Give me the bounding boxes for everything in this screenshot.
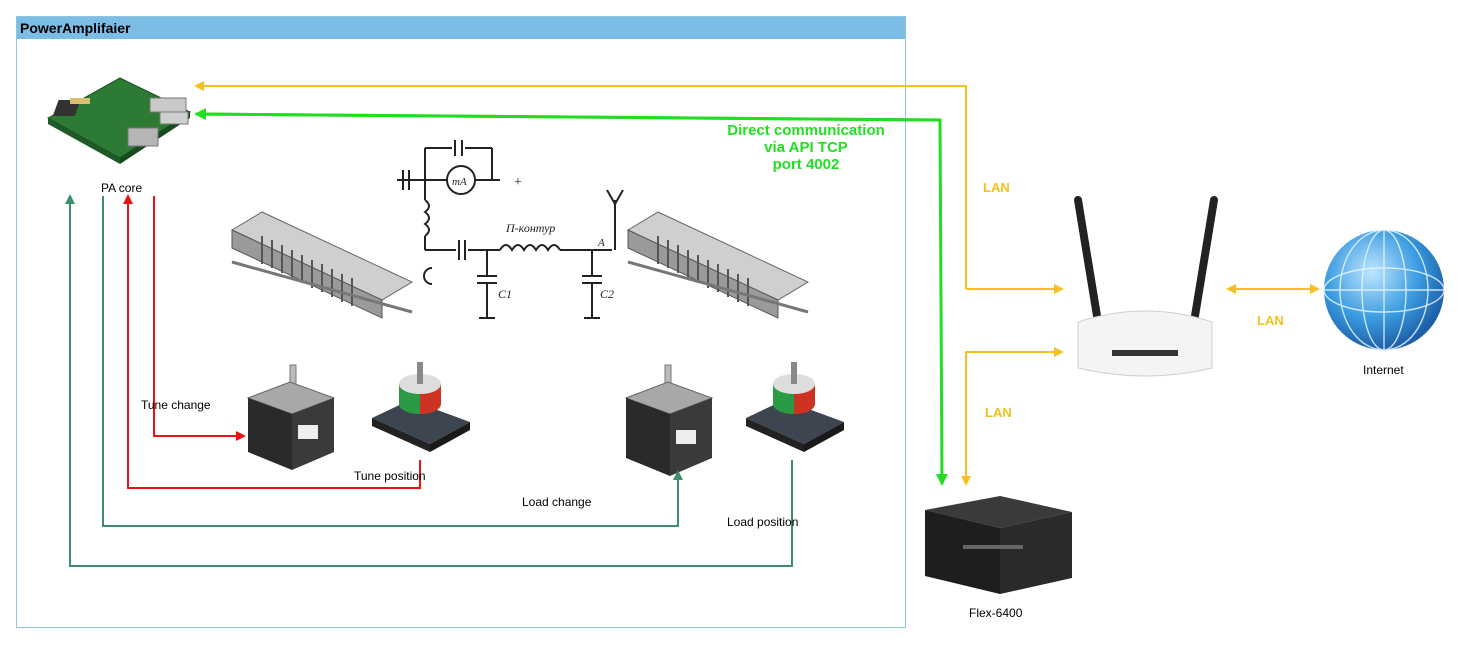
- position-encoder-tune-icon: [372, 362, 470, 452]
- load-position-line: [65, 194, 793, 567]
- internet-label: Internet: [1363, 363, 1404, 377]
- variable-capacitor-tune-icon: [230, 211, 414, 319]
- lan-router-flex-line: [961, 351, 1062, 486]
- schematic-pi-label: П-контур: [505, 221, 555, 235]
- load-connectors: [65, 194, 793, 567]
- schematic-ma-label: mA: [452, 176, 467, 188]
- tune-position-line: [123, 194, 421, 489]
- stepper-motor-tune-icon: [246, 364, 336, 470]
- container-title: PowerAmplifaier: [20, 20, 131, 36]
- tune-change-line: [153, 196, 246, 441]
- schematic-c1-label: C1: [498, 287, 512, 301]
- pi-filter-schematic: [397, 140, 624, 319]
- schematic-a-label: A: [597, 237, 605, 249]
- lan-pa-router-line: [194, 81, 967, 289]
- wifi-router-icon: [1074, 196, 1218, 377]
- raspberry-pi-board-icon: [46, 77, 192, 164]
- pa-core-label: PA core: [101, 181, 143, 195]
- direct-comm-connector: [194, 108, 948, 486]
- container-header: PowerAmplifaier: [17, 17, 905, 39]
- load-change-line: [102, 196, 683, 527]
- load-change-label: Load change: [522, 495, 592, 509]
- direct-comm-line-3: port 4002: [772, 156, 840, 173]
- direct-communication-label: Direct communication via API TCP port 40…: [716, 122, 896, 173]
- power-amplifier-container: PowerAmplifaier: [16, 16, 906, 628]
- lan-label-bottom: LAN: [985, 405, 1012, 420]
- lan-label-mid: LAN: [1257, 313, 1284, 328]
- schematic-c2-label: C2: [600, 287, 614, 301]
- load-position-label: Load position: [727, 515, 799, 529]
- direct-comm-line-2: via API TCP: [764, 139, 848, 156]
- direct-comm-line-1: Direct communication: [727, 122, 885, 139]
- position-encoder-load-icon: [746, 362, 844, 452]
- flex-6400-radio-icon: [925, 496, 1072, 594]
- lan-label-top: LAN: [983, 180, 1010, 195]
- schematic-plus-label: +: [514, 175, 522, 190]
- stepper-motor-load-icon: [624, 364, 714, 476]
- variable-capacitor-load-icon: [626, 211, 810, 319]
- tune-connectors: [123, 194, 421, 489]
- flex-6400-label: Flex-6400: [969, 606, 1023, 620]
- lan-connectors: [194, 81, 1320, 486]
- tune-position-label: Tune position: [354, 469, 426, 483]
- tune-change-label: Tune change: [141, 398, 211, 412]
- internet-globe-icon: [1323, 229, 1445, 351]
